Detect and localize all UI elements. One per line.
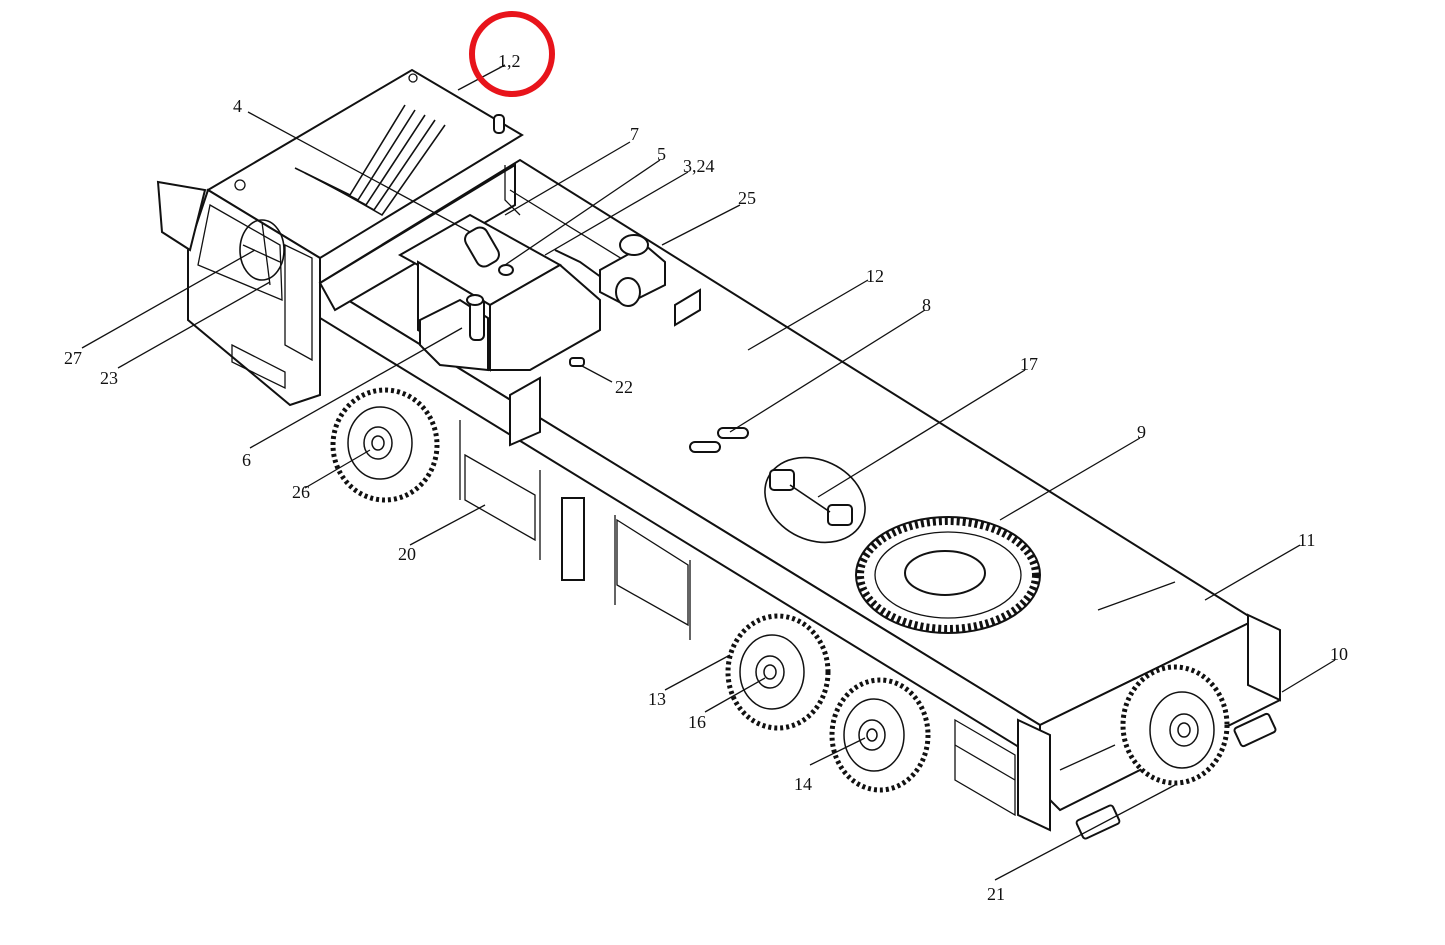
- callout-7: 7: [630, 124, 639, 144]
- callout-22: 22: [615, 377, 633, 397]
- callout-27: 27: [64, 348, 82, 368]
- callout-17: 17: [1020, 354, 1038, 374]
- callout-14: 14: [794, 774, 812, 794]
- callout-9: 9: [1137, 422, 1146, 442]
- roof-stripes: [294, 104, 446, 217]
- middle-wheel-2: [829, 677, 931, 793]
- callout-10: 10: [1330, 644, 1348, 664]
- callout-1-2: 1,2: [498, 51, 521, 71]
- rear-wheel: [1120, 664, 1230, 786]
- callout-20: 20: [398, 544, 416, 564]
- callout-23: 23: [100, 368, 118, 388]
- callout-11: 11: [1298, 530, 1315, 550]
- callout-16: 16: [688, 712, 706, 732]
- leader-lines: [81, 64, 1336, 881]
- callout-12: 12: [866, 266, 884, 286]
- cab: [156, 68, 524, 407]
- callout-8: 8: [922, 295, 931, 315]
- callout-13: 13: [648, 689, 666, 709]
- callout-25: 25: [738, 188, 756, 208]
- highlight-circle: [469, 11, 555, 97]
- deck-features: [569, 357, 1041, 634]
- callout-3-24: 3,24: [683, 156, 715, 176]
- callout-21: 21: [987, 884, 1005, 904]
- front-wheel: [330, 387, 440, 503]
- callout-26: 26: [292, 482, 310, 502]
- outrigger-pads: [1075, 712, 1277, 840]
- engine-compartment: [318, 163, 701, 447]
- middle-wheel-1: [725, 613, 831, 731]
- callout-labels: 1,2 4 7 5 3,24 25 12 8 17 9 11 10 27 23 …: [64, 51, 1348, 904]
- callout-6: 6: [242, 450, 251, 470]
- callout-4: 4: [233, 96, 242, 116]
- callout-5: 5: [657, 144, 666, 164]
